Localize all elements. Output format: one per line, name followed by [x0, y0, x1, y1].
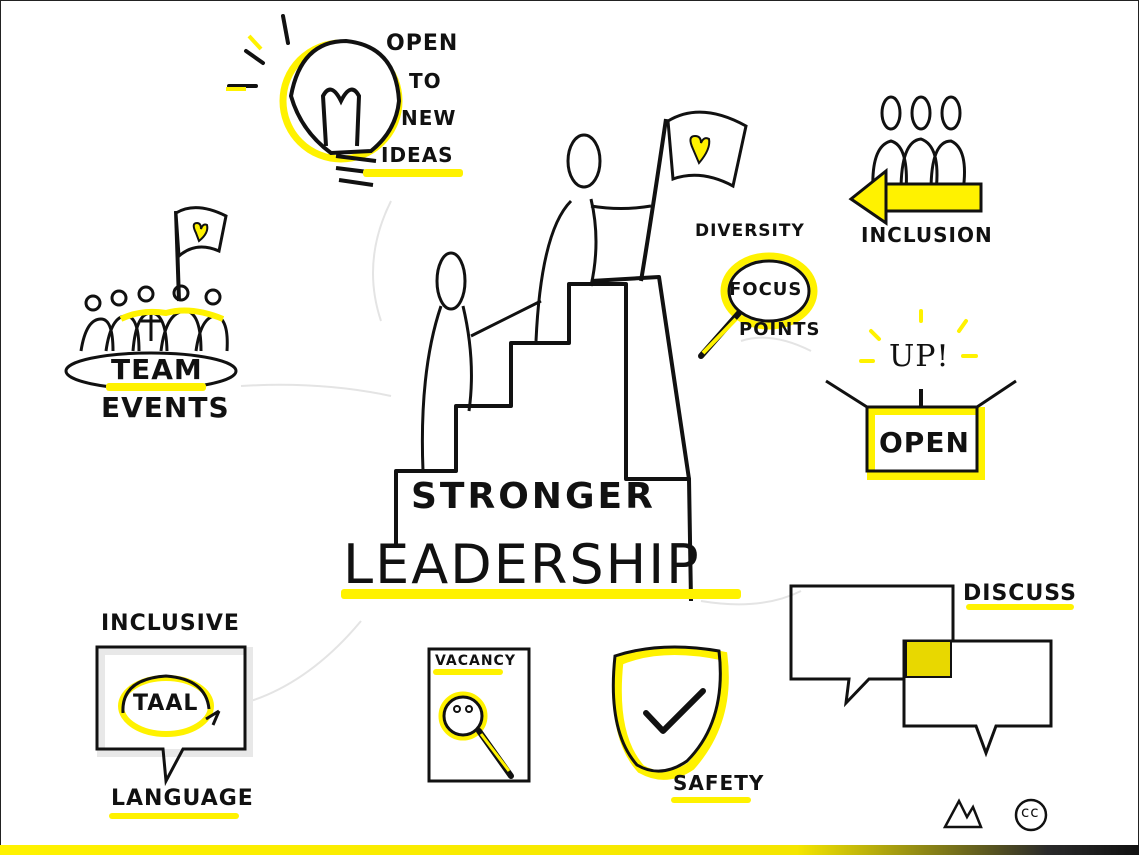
connector-lines [240, 200, 812, 702]
flag-icon [174, 206, 228, 302]
arrow-icon [848, 167, 983, 226]
discuss-highlight [966, 604, 1074, 610]
speech-bubble-icon [95, 645, 253, 787]
artist-logo-icon [942, 798, 983, 829]
open-box-icon [825, 309, 1017, 480]
team-title: TEAM [111, 353, 203, 386]
license-cc-text: cc [1021, 803, 1040, 821]
lightbulb-icon [226, 14, 403, 187]
magnifier-icon [698, 252, 818, 359]
safety-highlight [671, 797, 751, 803]
bulb-text-to: TO [409, 69, 442, 93]
safety-label: SAFETY [673, 771, 765, 795]
headline-leadership: LEADERSHIP [343, 533, 701, 596]
vacancy-document-icon [427, 647, 531, 783]
leadership-highlight [341, 589, 741, 599]
team-highlight [106, 383, 206, 391]
stairs-icon [394, 275, 693, 602]
headline-stronger: STRONGER [411, 476, 656, 517]
bulb-text-ideas: IDEAS [381, 143, 454, 167]
creative-commons-icon [1014, 798, 1048, 832]
focus-label: FOCUS [729, 279, 803, 300]
vacancy-label: VACANCY [435, 653, 516, 669]
diversity-label: DIVERSITY [695, 221, 805, 241]
team-group-icon [64, 284, 238, 391]
inclusion-group-icon [871, 95, 966, 192]
language-highlight [109, 813, 239, 819]
vacancy-highlight [433, 669, 503, 675]
events-title: EVENTS [101, 391, 230, 424]
up-shout: UP! [889, 339, 950, 374]
open-label: OPEN [879, 426, 970, 459]
points-label: POINTS [739, 319, 821, 340]
person-figure-icon [420, 133, 652, 472]
discuss-label: DISCUSS [963, 581, 1078, 606]
ideas-highlight [363, 169, 463, 177]
flag-icon [639, 110, 748, 282]
bottom-color-strip [0, 845, 1139, 855]
shield-check-icon [611, 645, 729, 780]
taal-label: TAAL [133, 691, 199, 716]
bulb-text-open: OPEN [386, 31, 459, 56]
inclusion-label: INCLUSION [861, 223, 993, 247]
inclusive-title: INCLUSIVE [101, 611, 240, 636]
bulb-text-new: NEW [401, 106, 457, 130]
overlap-highlight [905, 640, 952, 678]
language-label: LANGUAGE [111, 786, 254, 811]
